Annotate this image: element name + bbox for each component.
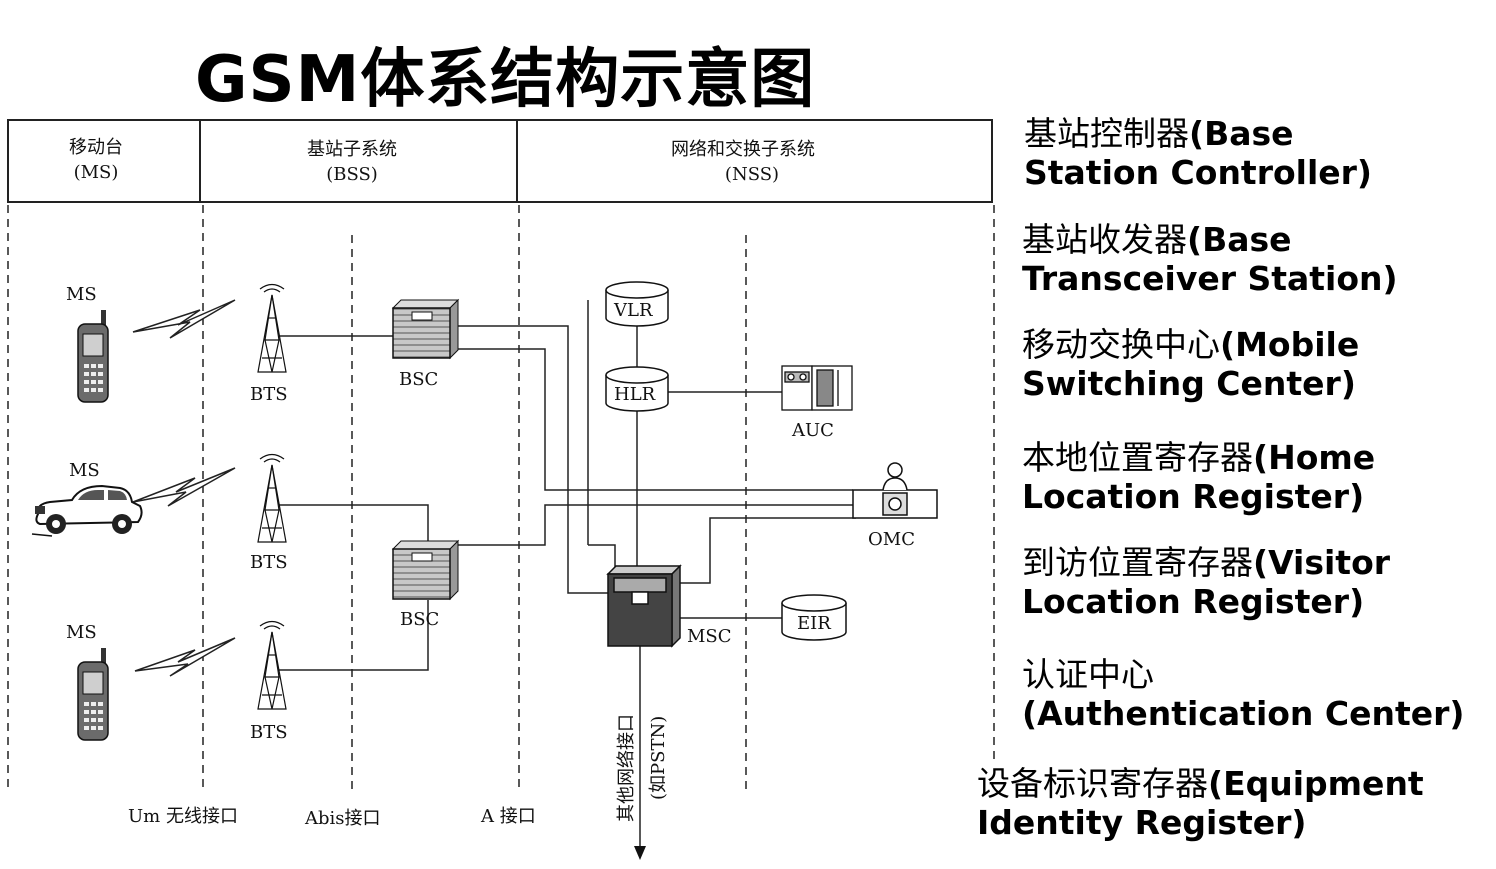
mobile-phone-icon: [77, 648, 109, 741]
bts-tower-icon: [257, 283, 287, 373]
hlr-database-icon: [605, 366, 669, 412]
section-bss-abbr: (BSS): [326, 164, 378, 185]
legend-item-eir: 设备标识寄存器(Equipment Identity Register): [977, 764, 1424, 842]
legend-en: Transceiver Station): [1022, 259, 1398, 298]
bsc-label: BSC: [400, 609, 439, 630]
gsm-architecture-diagram: 移动台 (MS) 基站子系统 (BSS) 网络和交换子系统 (NSS): [7, 119, 995, 860]
header-box: [7, 119, 993, 203]
legend-item-hlr: 本地位置寄存器(Home Location Register): [1022, 438, 1375, 516]
legend-en: (Home: [1253, 438, 1376, 477]
legend-cn: 设备标识寄存器: [977, 764, 1208, 803]
legend-en: (Visitor: [1253, 543, 1391, 582]
legend-en: (Base: [1189, 114, 1294, 153]
legend-en: (Authentication Center): [1022, 694, 1465, 733]
legend-cn: 移动交换中心: [1022, 325, 1220, 364]
legend-cn: 认证中心: [1022, 655, 1154, 694]
bts-label: BTS: [250, 552, 288, 573]
um-interface-label: Um 无线接口: [128, 806, 238, 827]
vlr-database-icon: [605, 281, 669, 327]
car-icon: [31, 484, 143, 537]
vlr-label: VLR: [613, 300, 653, 321]
legend-cn: 基站收发器: [1022, 220, 1187, 259]
legend-item-auc: 认证中心 (Authentication Center): [1022, 655, 1465, 733]
msc-switch-icon: [606, 564, 682, 648]
legend-item-bsc: 基站控制器(Base Station Controller): [1024, 114, 1372, 192]
legend-cn: 本地位置寄存器: [1022, 438, 1253, 477]
radio-link-bolts: [132, 299, 236, 677]
section-ms-label: 移动台: [69, 137, 123, 158]
auc-server-icon: [781, 365, 853, 411]
interface-boundaries: [7, 205, 995, 790]
auc-label: AUC: [791, 420, 834, 441]
bsc-cabinet-icon: [391, 539, 460, 601]
arrow-down-icon: [634, 846, 646, 860]
bsc-cabinet-icon: [391, 298, 460, 360]
external-interface-label: 其他网络接口: [616, 714, 637, 822]
legend-en: Location Register): [1022, 582, 1365, 621]
legend-item-msc: 移动交换中心(Mobile Switching Center): [1022, 325, 1359, 403]
bsc-label: BSC: [399, 369, 438, 390]
bts-label: BTS: [250, 384, 288, 405]
eir-label: EIR: [797, 613, 831, 634]
page-title: GSM体系结构示意图: [195, 43, 816, 117]
mobile-phone-icon: [77, 310, 109, 403]
omc-label: OMC: [868, 529, 915, 550]
section-nss-label: 网络和交换子系统: [671, 139, 815, 160]
legend-cn: 基站控制器: [1024, 114, 1189, 153]
legend-en: Switching Center): [1022, 364, 1356, 403]
legend-en: Identity Register): [977, 803, 1307, 842]
bts-tower-icon: [257, 620, 287, 710]
legend-item-bts: 基站收发器(Base Transceiver Station): [1022, 220, 1398, 298]
ms-label: MS: [69, 460, 100, 481]
legend-en: (Base: [1187, 220, 1292, 259]
legend-item-vlr: 到访位置寄存器(Visitor Location Register): [1022, 543, 1390, 621]
legend-en: Location Register): [1022, 477, 1365, 516]
ms-label: MS: [66, 284, 97, 305]
section-nss-abbr: (NSS): [725, 164, 779, 185]
ms-label: MS: [66, 622, 97, 643]
legend-en: Station Controller): [1024, 153, 1373, 192]
omc-workstation-icon: [852, 462, 938, 519]
eir-database-icon: [781, 594, 847, 641]
a-interface-label: A 接口: [480, 806, 536, 827]
hlr-label: HLR: [614, 384, 656, 405]
bts-tower-icon: [257, 453, 287, 543]
legend-en: (Mobile: [1220, 325, 1360, 364]
section-bss-label: 基站子系统: [307, 139, 397, 160]
legend-cn: 到访位置寄存器: [1022, 543, 1253, 582]
section-ms-abbr: (MS): [74, 162, 119, 183]
msc-label: MSC: [687, 626, 732, 647]
connection-lines: [275, 300, 856, 848]
bts-label: BTS: [250, 722, 288, 743]
external-interface-example: (如PSTN): [648, 716, 669, 800]
legend-en: (Equipment: [1208, 764, 1424, 803]
abis-interface-label: Abis接口: [304, 808, 381, 829]
